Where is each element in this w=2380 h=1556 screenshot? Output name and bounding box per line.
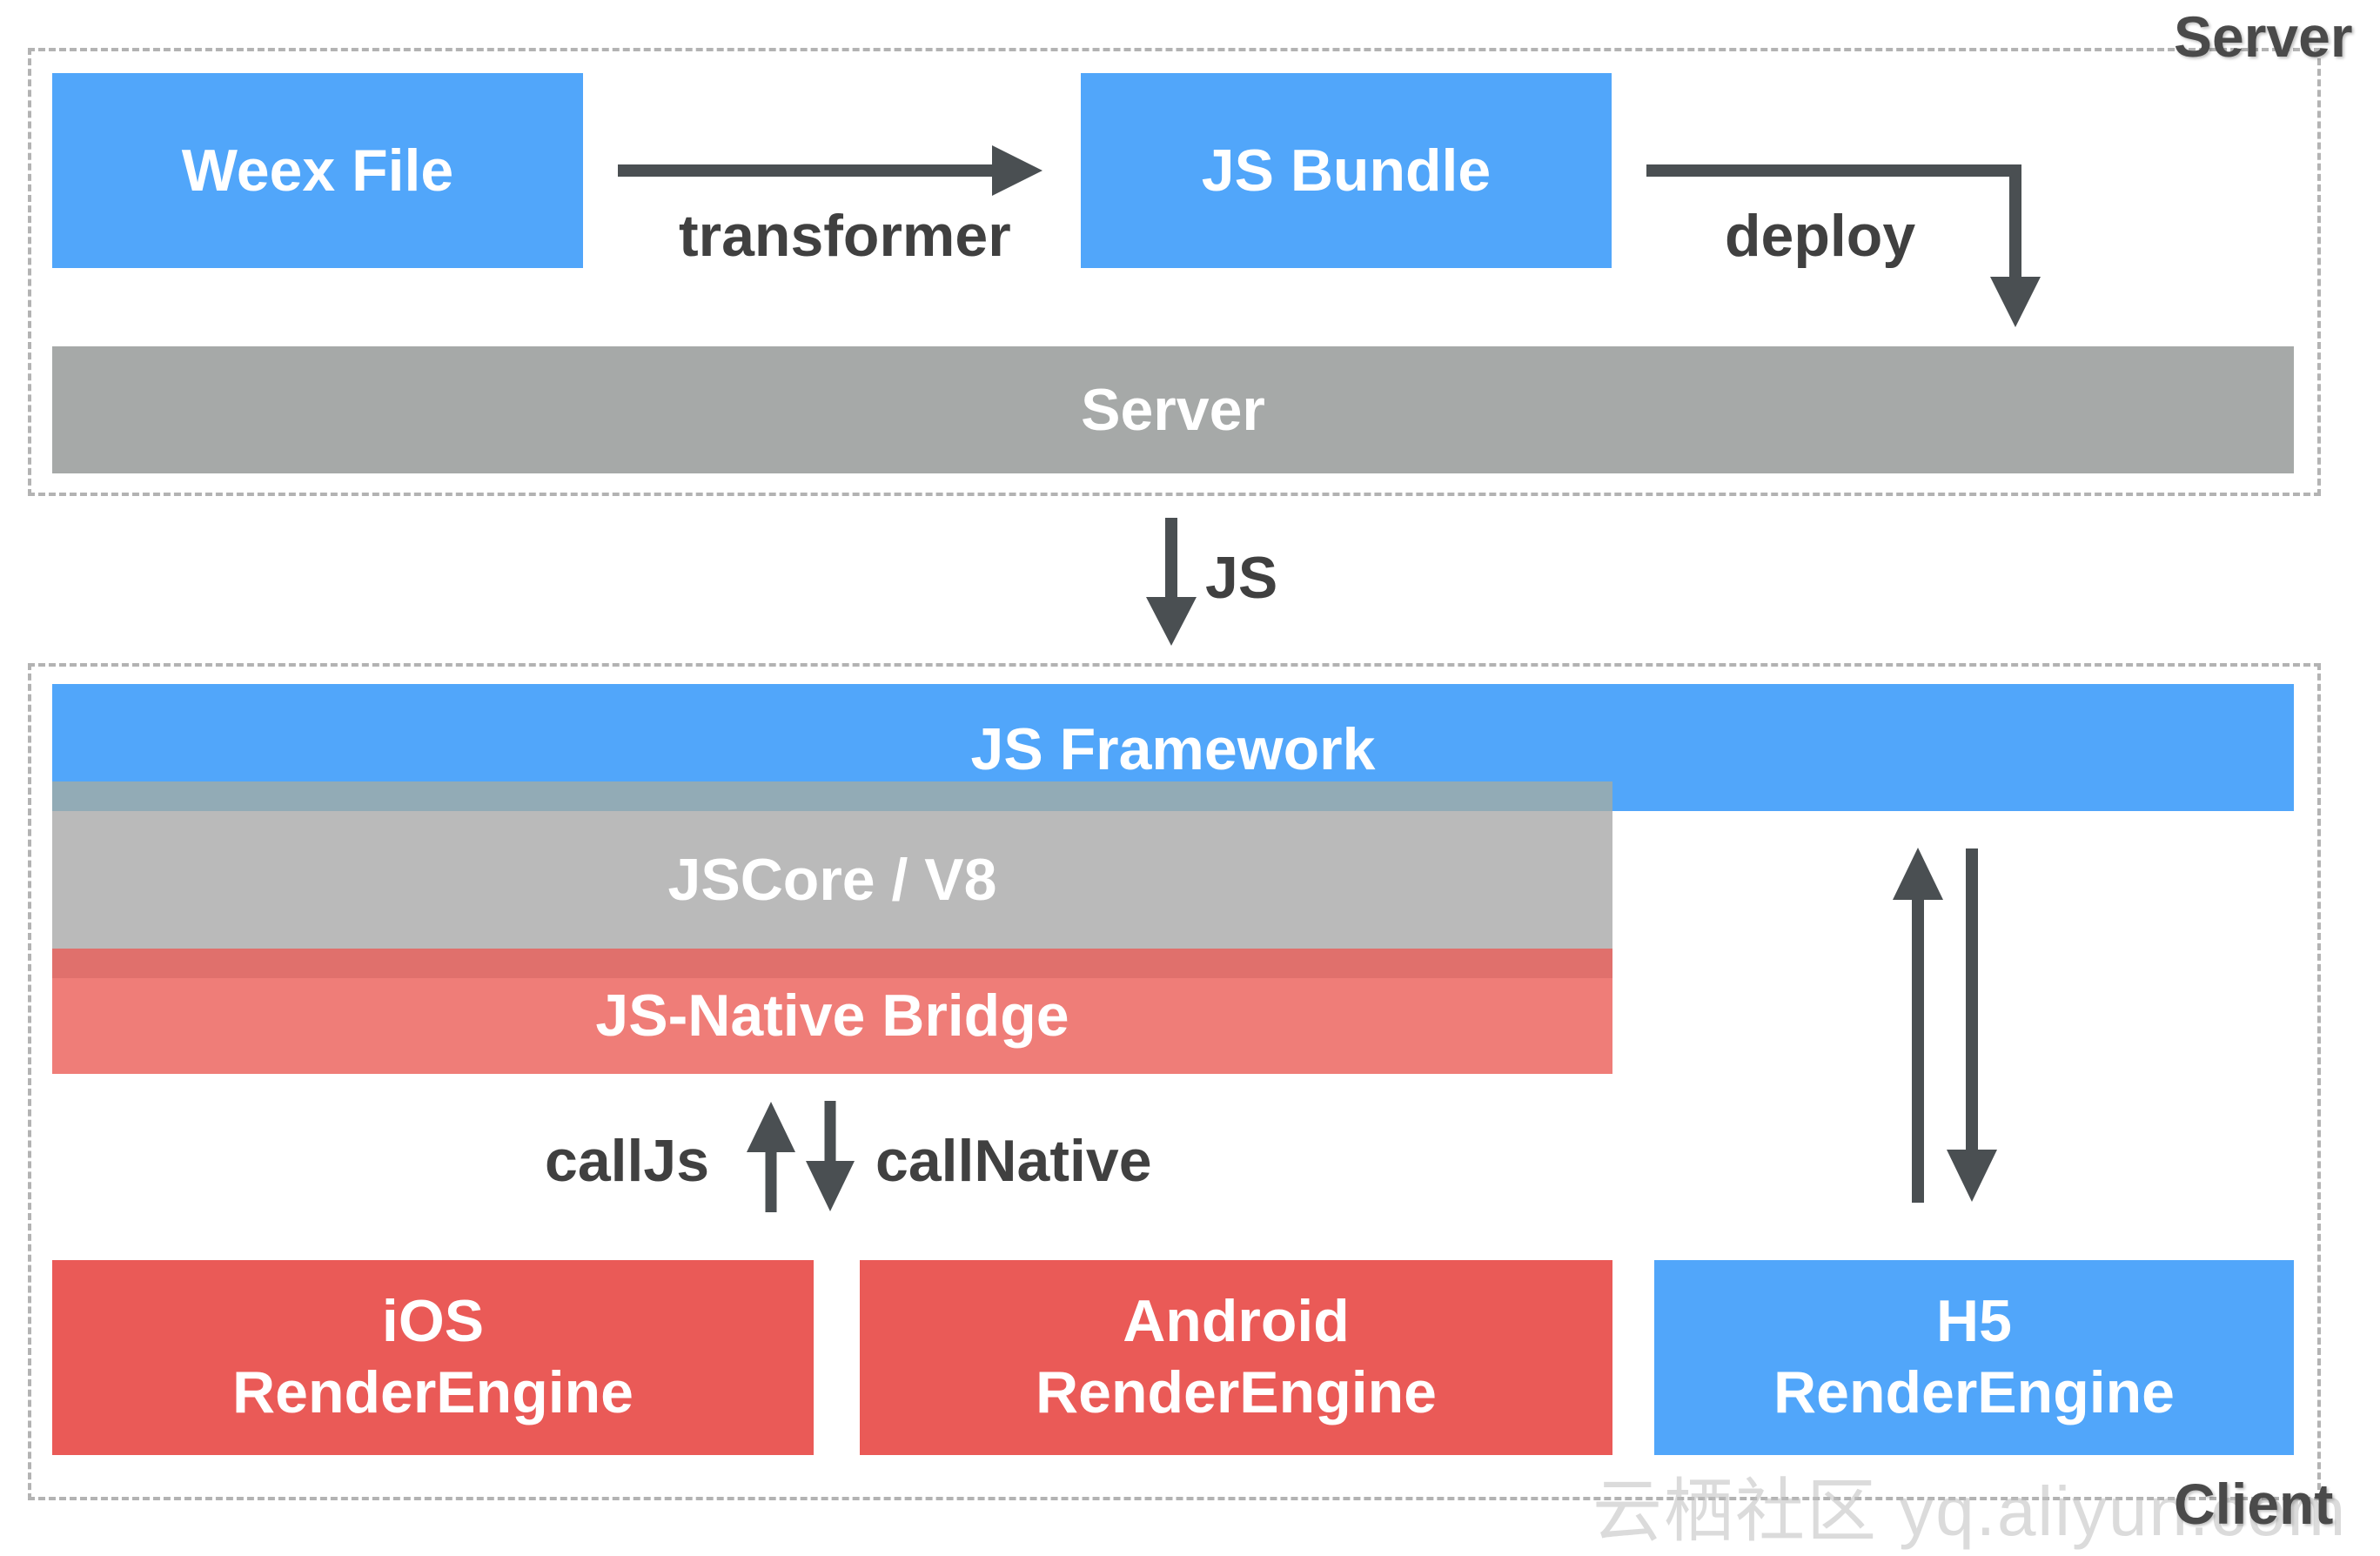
client-zone-label: Client	[2174, 1472, 2334, 1536]
h5-render-engine-node: H5 RenderEngine	[1654, 1260, 2294, 1455]
bridge-overlap-strip	[52, 949, 1612, 978]
ios-line2: RenderEngine	[232, 1359, 634, 1425]
h5-up-arrow	[1893, 848, 1943, 1203]
jscore-node: JSCore / V8	[52, 811, 1612, 949]
h5-line1: H5	[1936, 1288, 2012, 1355]
jscore-overlap-strip	[52, 781, 1612, 811]
android-line2: RenderEngine	[1036, 1359, 1437, 1425]
call-js-label: callJs	[545, 1128, 710, 1194]
server-zone-label: Server	[2174, 4, 2353, 69]
js-label: JS	[1205, 545, 1278, 611]
js-framework-label: JS Framework	[970, 716, 1376, 782]
watermark: 云栖社区 yq.aliyun.com	[1592, 1472, 2348, 1550]
call-js-arrow	[747, 1102, 795, 1212]
client-zone	[28, 663, 2321, 1500]
android-render-engine-node: Android RenderEngine	[860, 1260, 1612, 1455]
deploy-arrow	[1646, 164, 2041, 327]
transformer-label: transformer	[679, 203, 1011, 269]
call-native-label: callNative	[875, 1128, 1152, 1194]
deploy-label: deploy	[1725, 203, 1916, 269]
js-arrow	[1146, 518, 1197, 646]
call-native-arrow	[806, 1101, 855, 1211]
ios-line1: iOS	[381, 1288, 485, 1355]
transformer-arrow	[618, 145, 1043, 196]
server-zone	[28, 48, 2321, 496]
js-native-bridge-node: JS-Native Bridge	[52, 978, 1612, 1074]
android-line1: Android	[1123, 1288, 1350, 1355]
weex-file-node: Weex File	[52, 73, 583, 268]
js-bundle-node: JS Bundle	[1081, 73, 1612, 268]
h5-down-arrow	[1947, 848, 1997, 1202]
h5-line2: RenderEngine	[1773, 1359, 2175, 1425]
ios-render-engine-node: iOS RenderEngine	[52, 1260, 814, 1455]
server-node: Server	[52, 346, 2294, 473]
